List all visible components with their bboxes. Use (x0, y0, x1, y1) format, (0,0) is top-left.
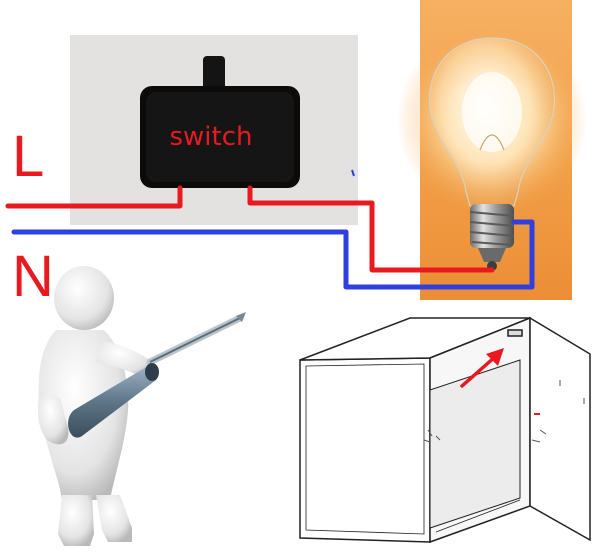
wire-tick (351, 169, 355, 177)
arrow-icon (460, 348, 504, 388)
neutral-label: N (12, 244, 54, 309)
live-wire-in (5, 185, 183, 209)
live-wire-out (247, 185, 495, 273)
live-label: L (12, 124, 44, 189)
cabinet-hinge-marks (423, 380, 585, 443)
neutral-wire (11, 219, 535, 290)
switch-label: switch (169, 122, 252, 152)
open-cabinet-icon (299, 316, 591, 544)
toggle-switch-icon (140, 56, 300, 188)
light-bulb-icon (397, 25, 587, 271)
screwdriver-icon (68, 312, 246, 438)
